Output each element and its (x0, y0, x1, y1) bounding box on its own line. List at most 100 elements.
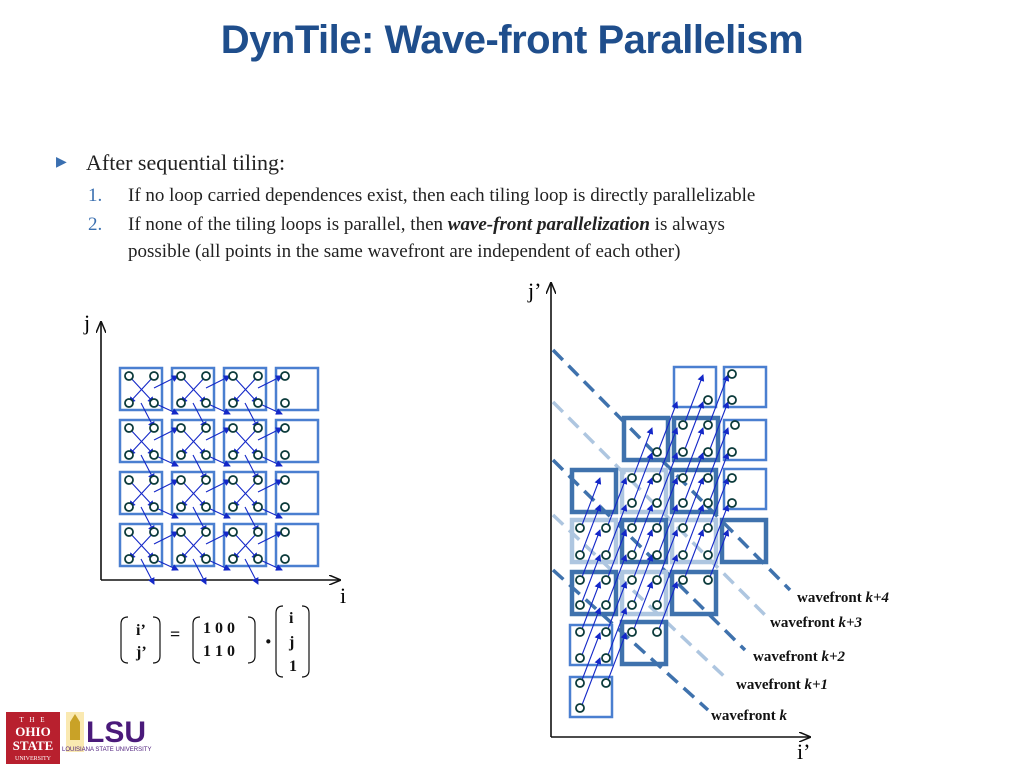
svg-text:UNIVERSITY: UNIVERSITY (15, 756, 52, 762)
lsu-wordmark: LSU (86, 716, 146, 749)
iteration-point (228, 475, 238, 485)
iteration-point (228, 450, 238, 460)
dependence-arrow (684, 504, 705, 553)
dependence-arrow (180, 531, 207, 560)
iteration-point (124, 502, 134, 512)
iteration-point (201, 502, 211, 512)
sub-item-text: If no loop carried dependences exist, th… (128, 185, 756, 206)
wavefront-label-k1: wavefront k+1 (736, 677, 828, 693)
tile (222, 470, 268, 516)
tile (118, 470, 164, 516)
transform-equation: i’ j’ = 1 0 0 1 1 0 · i j 1 (120, 605, 310, 678)
sub-item-text-pre: If none of the tiling loops is parallel,… (128, 214, 448, 235)
dependence-arrow (581, 477, 602, 526)
iteration-point (627, 550, 637, 560)
bullet-arrow-icon: ▶ (56, 154, 67, 170)
iteration-point (253, 502, 263, 512)
iteration-point (678, 447, 688, 457)
iteration-point (703, 498, 713, 508)
tile (722, 365, 768, 409)
iteration-point (575, 703, 585, 713)
dependence-arrow (607, 529, 628, 578)
iteration-point (703, 550, 713, 560)
dependence-arrow (232, 427, 259, 456)
dependence-arrow (607, 607, 628, 656)
iteration-point (627, 575, 637, 585)
iteration-point (280, 450, 290, 460)
tile (118, 418, 164, 464)
tile (274, 418, 320, 464)
iteration-point (627, 523, 637, 533)
wavefront-tile (669, 517, 719, 565)
dependence-arrow (607, 504, 628, 553)
iteration-point (727, 473, 737, 483)
wavefront-tile (621, 415, 671, 463)
dependence-arrow (709, 401, 730, 450)
dependence-arrow (658, 427, 679, 476)
svg-text:OHIO: OHIO (15, 724, 50, 739)
dependence-arrow (581, 632, 602, 681)
iteration-point (627, 600, 637, 610)
left-axes: j i (83, 310, 346, 608)
lhs-i-prime: i’ (136, 622, 146, 639)
iteration-point (652, 600, 662, 610)
iteration-point (280, 371, 290, 381)
iteration-point (201, 554, 211, 564)
tile (222, 418, 268, 464)
sub-item-emphasis: wave-front parallelization (447, 214, 650, 235)
svg-text:T H E: T H E (20, 716, 47, 724)
iteration-point (253, 554, 263, 564)
ohio-state-logo: T H E OHIO STATE UNIVERSITY (6, 712, 60, 764)
iteration-point (575, 575, 585, 585)
dependence-arrow (153, 479, 179, 493)
iteration-point (280, 502, 290, 512)
wavefront-label-k3: wavefront k+3 (770, 615, 863, 631)
iteration-point (228, 371, 238, 381)
right-tile-grid (568, 365, 769, 719)
iteration-point (280, 554, 290, 564)
dependence-arrow (192, 558, 207, 585)
dependence-arrow (581, 554, 602, 603)
iteration-point (176, 527, 186, 537)
iteration-point (703, 395, 713, 405)
right-x-label: i’ (797, 739, 810, 764)
tile (170, 418, 216, 464)
iteration-point (727, 498, 737, 508)
dependence-arrow (180, 427, 207, 456)
dependence-arrow (633, 504, 654, 553)
dependence-arrow (684, 529, 705, 578)
dependence-arrow (709, 529, 730, 578)
iteration-point (280, 423, 290, 433)
dependence-arrow (709, 374, 730, 423)
dependence-arrow (232, 375, 259, 404)
tile (568, 675, 614, 719)
dependence-arrow (607, 632, 628, 681)
iteration-point (228, 554, 238, 564)
dependence-arrow (232, 531, 259, 560)
equals-sign: = (170, 624, 180, 644)
iteration-point (124, 423, 134, 433)
dependence-arrow (684, 374, 705, 423)
dependence-arrow (128, 479, 155, 508)
iteration-point (201, 371, 211, 381)
iteration-point (253, 527, 263, 537)
iteration-point (601, 600, 611, 610)
iteration-point (149, 371, 159, 381)
iteration-point (124, 450, 134, 460)
wavefront-line (551, 400, 767, 617)
iteration-point (627, 498, 637, 508)
dependence-arrow (709, 427, 730, 476)
iteration-point (176, 554, 186, 564)
iteration-point (678, 473, 688, 483)
dependence-arrow (684, 452, 705, 501)
dependence-arrow (658, 504, 679, 553)
iteration-point (601, 550, 611, 560)
wavefront-label-k2: wavefront k+2 (753, 649, 846, 665)
sub-item-number: 2. (88, 214, 103, 235)
tile (222, 366, 268, 412)
tile (274, 522, 320, 568)
iteration-point (727, 395, 737, 405)
tile (118, 522, 164, 568)
iteration-point (124, 527, 134, 537)
wavefront-tile (669, 569, 719, 617)
